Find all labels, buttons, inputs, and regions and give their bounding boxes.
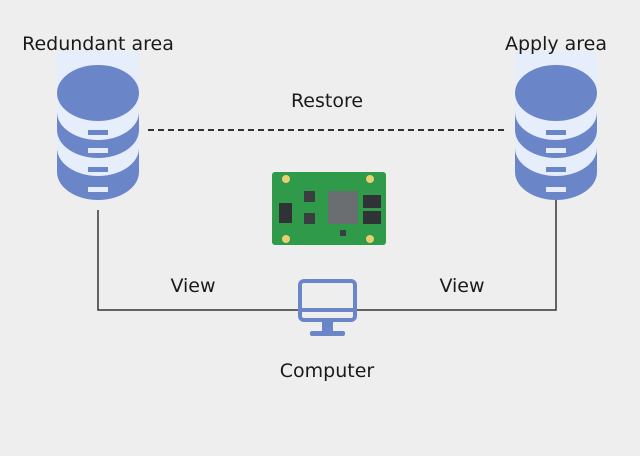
computer-label: Computer <box>279 360 375 382</box>
right-database-icon <box>515 51 597 200</box>
right-view-connector <box>357 200 557 311</box>
circuit-board-image <box>272 172 386 245</box>
redundant-area-label: Redundant area <box>22 33 174 55</box>
apply-area-label: Apply area <box>504 33 608 55</box>
restore-label: Restore <box>290 90 364 112</box>
left-view-connector <box>97 210 298 311</box>
view-right-label: View <box>439 275 485 297</box>
computer-monitor-icon <box>298 279 357 336</box>
view-left-label: View <box>170 275 216 297</box>
left-database-icon <box>57 51 139 200</box>
